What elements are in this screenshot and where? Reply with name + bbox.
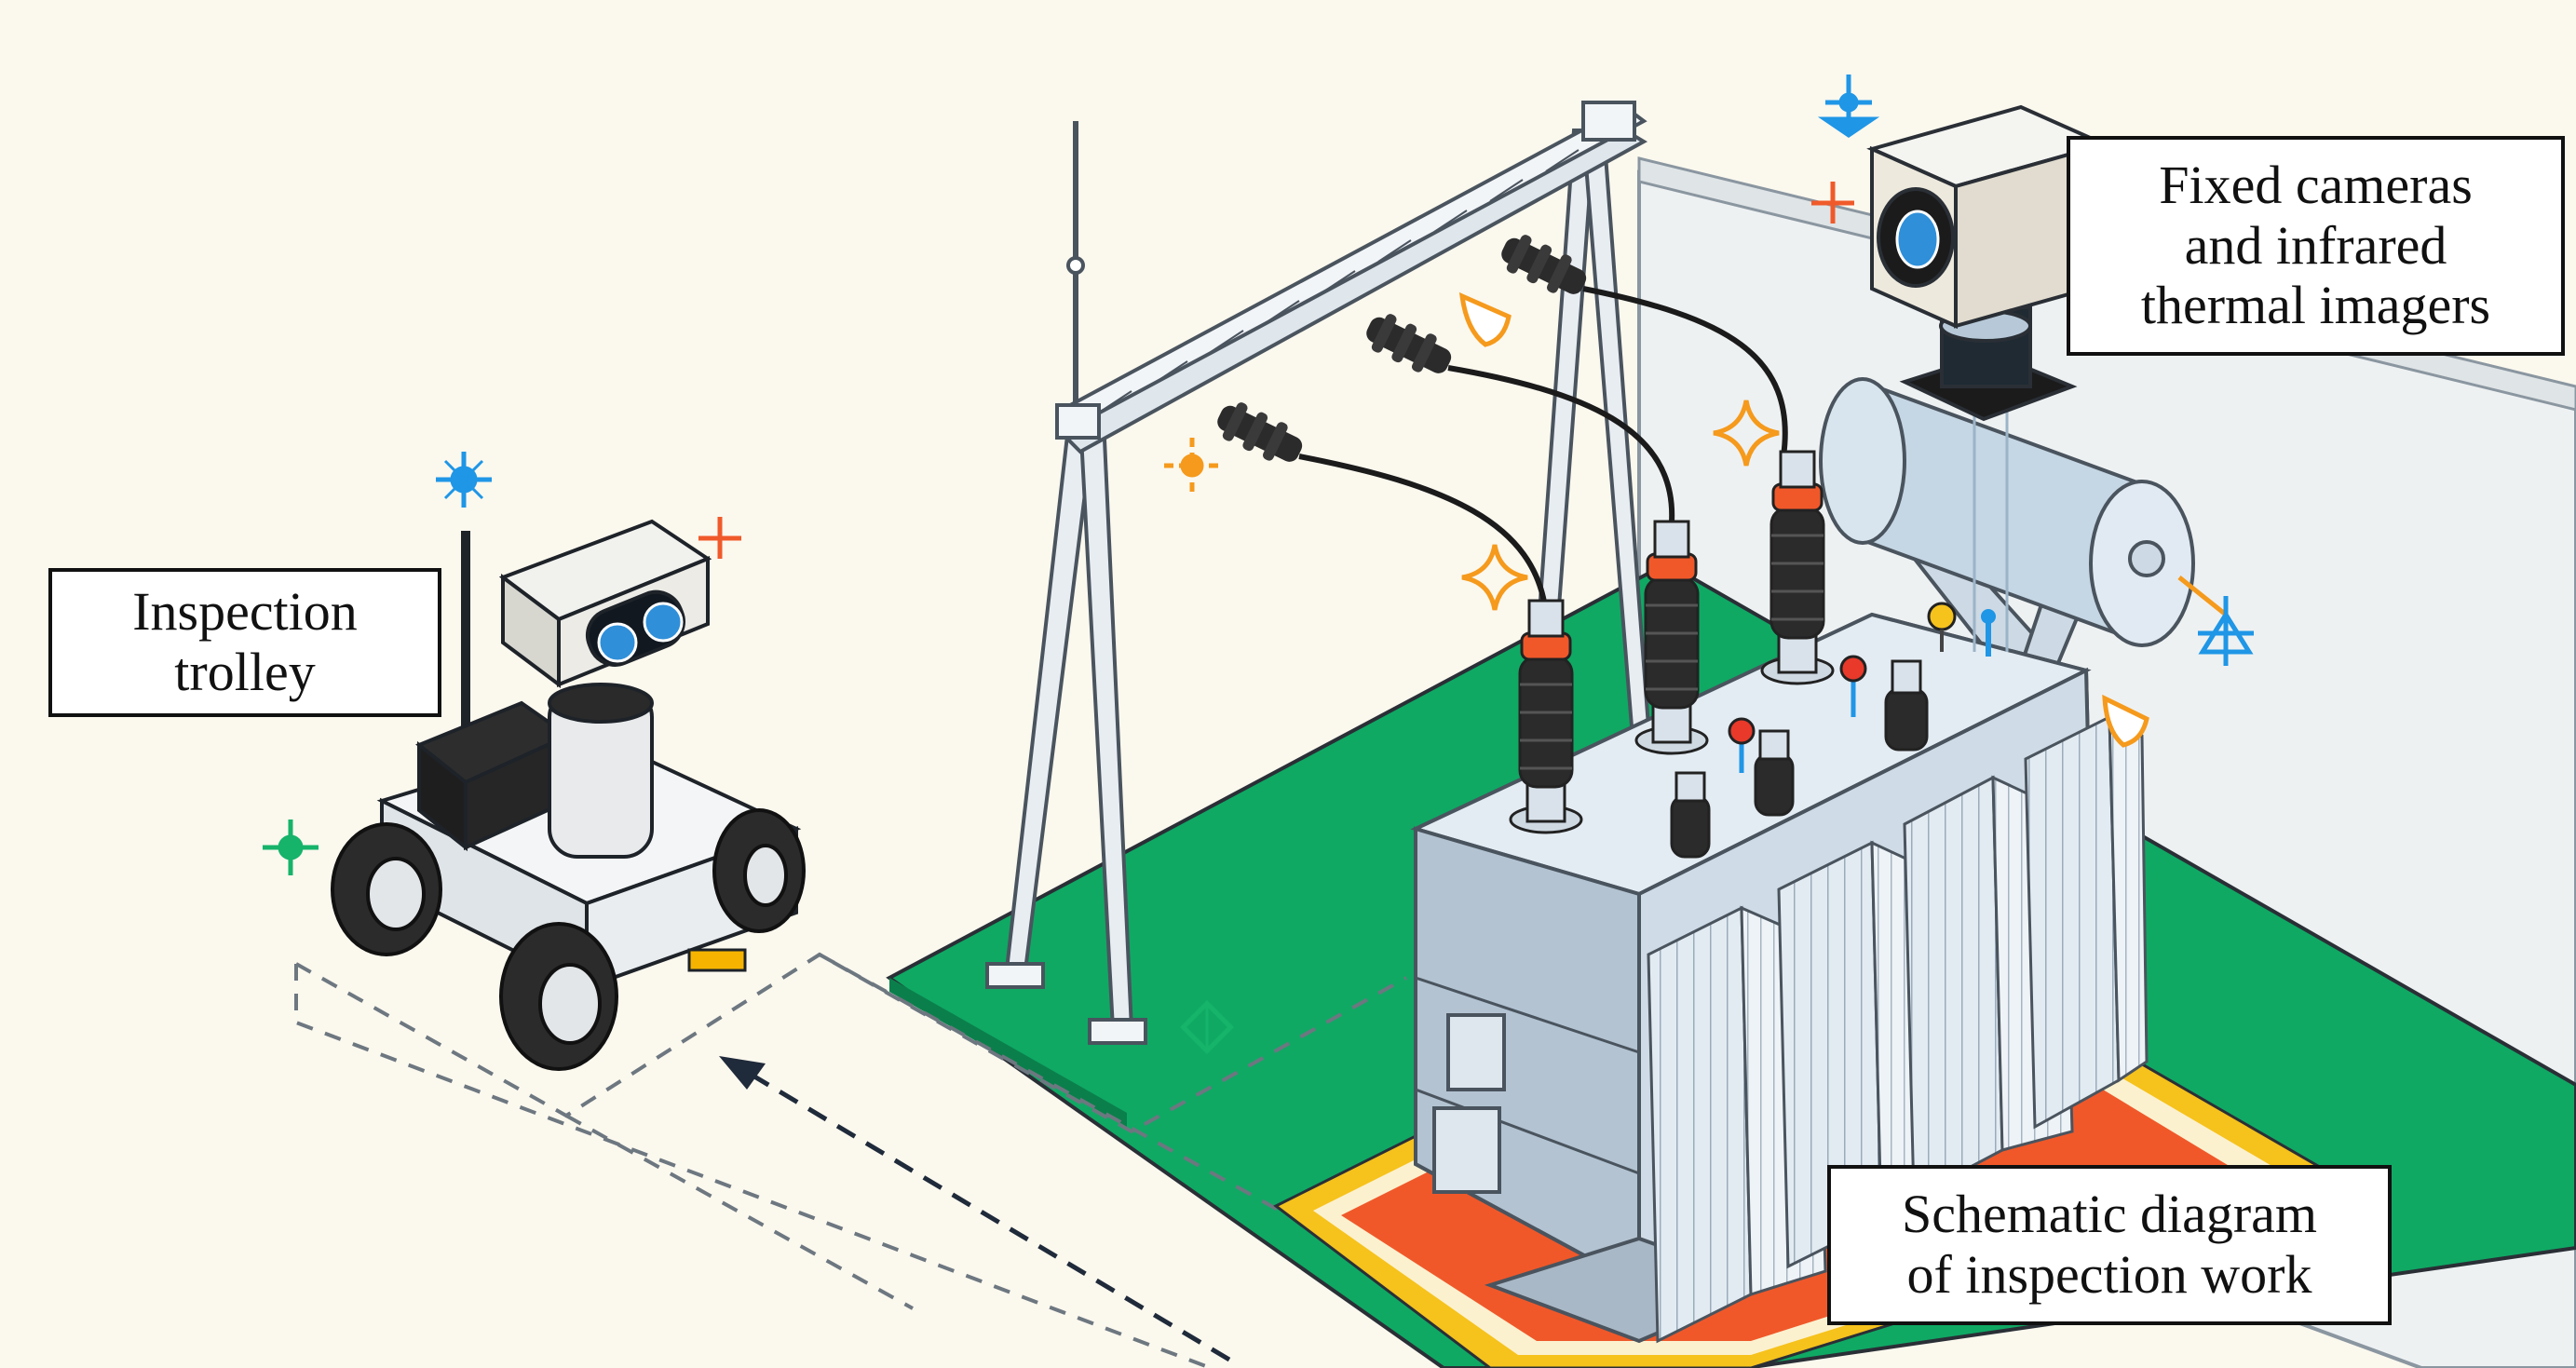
sensor-blue-icon <box>1981 609 1996 657</box>
label-line: Inspection <box>132 581 358 643</box>
label-inspection-trolley: Inspection trolley <box>48 568 441 717</box>
bulb-yellow-icon <box>1927 602 1957 652</box>
transformer-bushings <box>1509 450 1929 859</box>
direction-arrow <box>719 1056 1231 1362</box>
label-schematic-diagram: Schematic diagram of inspection work <box>1827 1165 2392 1325</box>
bushing-3 <box>1760 450 1835 685</box>
fixed-camera <box>1866 104 2110 652</box>
sparkle-green-icon <box>263 819 319 875</box>
diamond-outline-icon <box>1180 400 1780 1054</box>
label-line: trolley <box>174 642 316 702</box>
sparkle-blue-icon <box>436 452 492 508</box>
label-line: of inspection work <box>1906 1244 2312 1305</box>
pin-red-icon <box>1728 655 1867 773</box>
label-line: Fixed cameras <box>2159 154 2473 215</box>
gantry-truss <box>1098 149 1579 413</box>
bushing-2 <box>1634 520 1709 755</box>
cone-icon <box>1458 291 2149 748</box>
conductor-cables <box>1298 286 1788 616</box>
low-voltage-bushings <box>1670 659 1929 859</box>
label-line: and infrared <box>2184 214 2447 276</box>
gantry-frame <box>985 101 1651 1045</box>
label-line: thermal imagers <box>2140 275 2491 336</box>
trolley-wheels <box>331 808 806 1071</box>
target-blue-icon <box>1817 74 2254 666</box>
inspection-path <box>294 952 1407 1368</box>
suspension-insulators <box>1217 235 1587 462</box>
plus-orange-icon <box>698 182 1854 559</box>
label-line: Schematic diagram <box>1901 1184 2318 1245</box>
sparkle-orange-icon <box>1164 438 1220 494</box>
label-fixed-cameras: Fixed cameras and infrared thermal image… <box>2067 136 2565 356</box>
bushing-1 <box>1509 599 1583 834</box>
